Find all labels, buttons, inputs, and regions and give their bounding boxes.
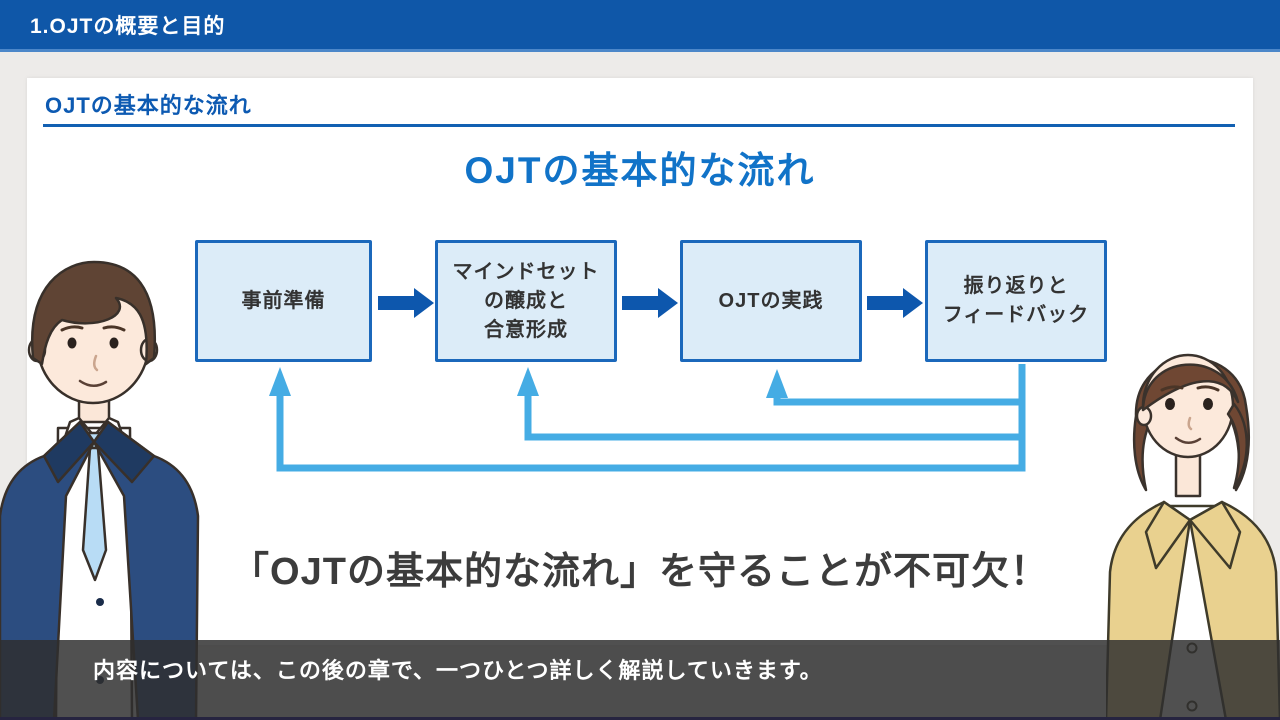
slide-heading: OJTの基本的な流れ [464, 150, 816, 191]
section-title: OJTの基本的な流れ [45, 93, 252, 118]
page-title: 1.OJTの概要と目的 [30, 14, 226, 38]
key-statement: 「OJTの基本的な流れ」を守ることが不可欠！ [231, 551, 1049, 593]
flow-step-preparation: 事前準備 [195, 240, 372, 362]
section-title-underline [43, 124, 1235, 127]
flow-step-practice: OJTの実践 [680, 240, 862, 362]
flow-step-mindset: マインドセット の醸成と 合意形成 [435, 240, 617, 362]
bottom-edge-strip [0, 717, 1280, 720]
subtitle-bar: 内容については、この後の章で、一つひとつ詳しく解説していきます。 [0, 640, 1280, 717]
header-bar: 1.OJTの概要と目的 [0, 0, 1280, 52]
flow-step-feedback: 振り返りと フィードバック [925, 240, 1107, 362]
subtitle-text: 内容については、この後の章で、一つひとつ詳しく解説していきます。 [93, 658, 823, 683]
